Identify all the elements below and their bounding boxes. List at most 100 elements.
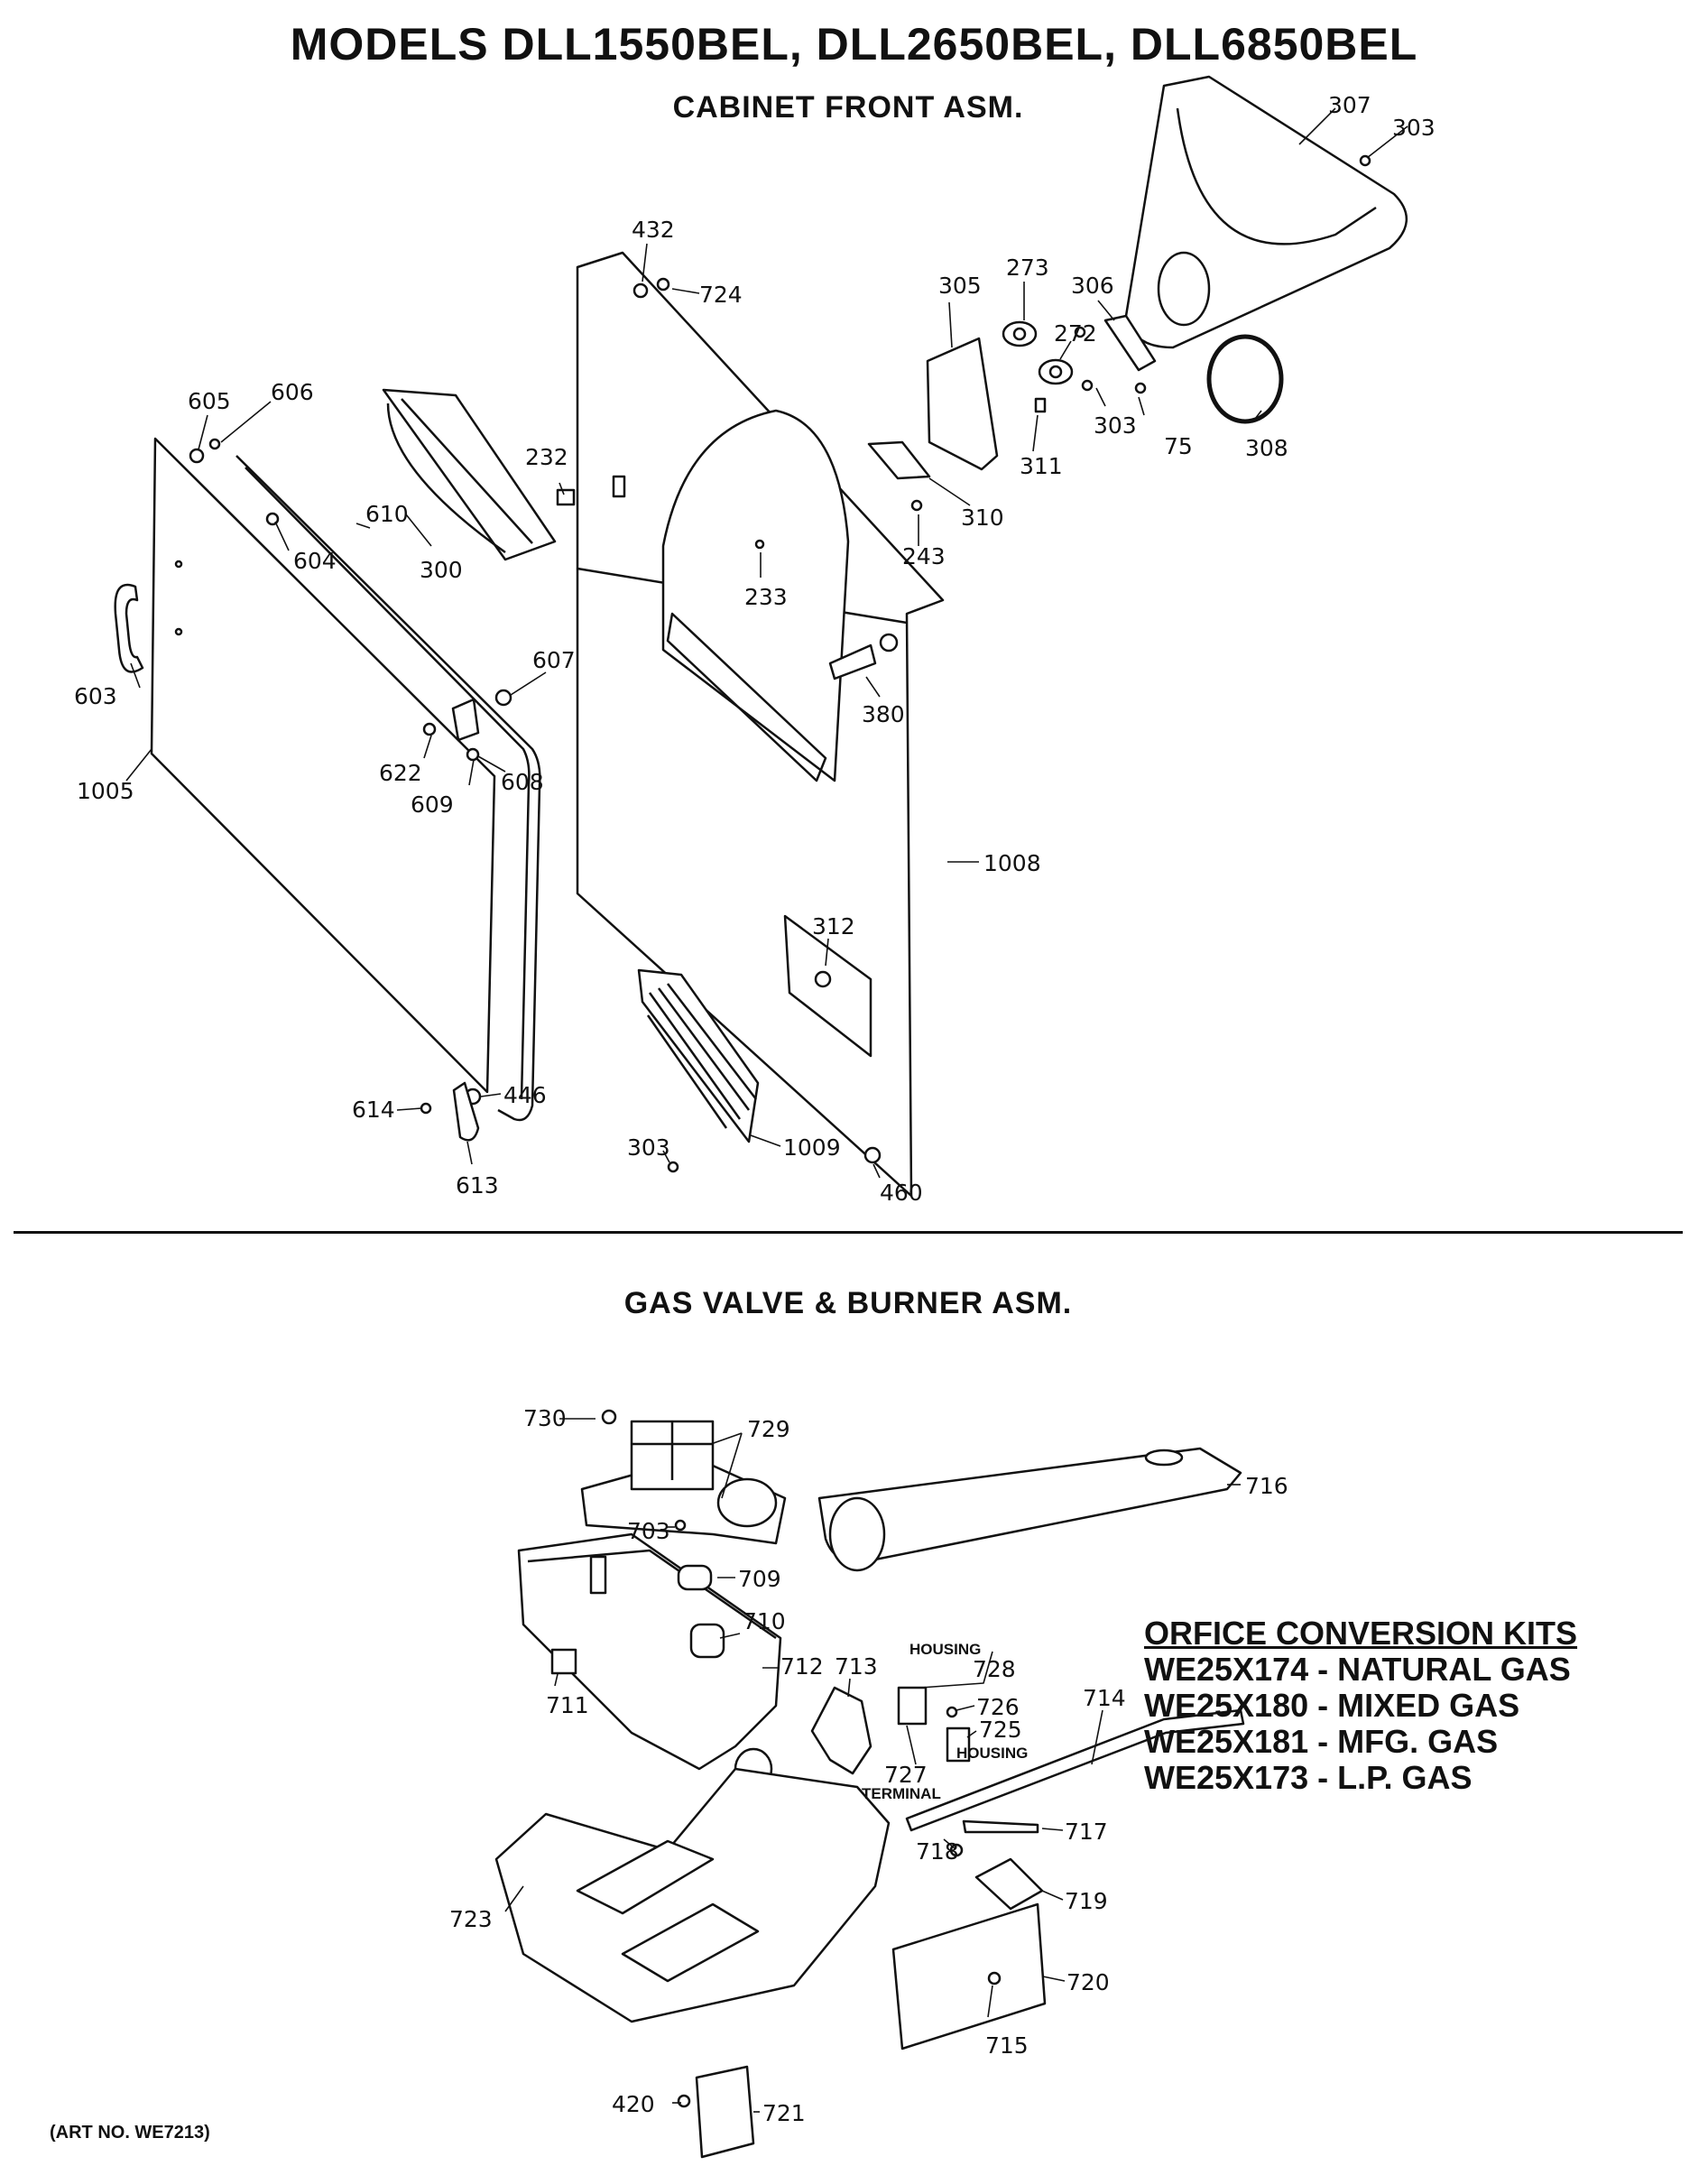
callout-614: 614: [352, 1097, 395, 1123]
callout-303-a: 303: [1392, 115, 1436, 141]
callout-715: 715: [985, 2032, 1029, 2059]
callout-1008: 1008: [983, 850, 1041, 876]
callout-613: 613: [456, 1172, 499, 1199]
toe-kick-1009: [637, 968, 760, 1143]
callout-306: 306: [1071, 273, 1114, 299]
callout-610: 610: [365, 501, 409, 527]
callout-728: 728: [973, 1656, 1016, 1682]
callout-432: 432: [632, 217, 675, 243]
conversion-kit-item: WE25X181 - MFG. GAS: [1144, 1723, 1499, 1760]
seal-ring-308: [1206, 334, 1284, 424]
conversion-kits-heading: ORFICE CONVERSION KITS: [1144, 1615, 1578, 1652]
ignitor-719: [974, 1857, 1044, 1911]
callout-724: 724: [699, 282, 743, 308]
callout-272: 272: [1054, 320, 1097, 347]
callout-305: 305: [938, 273, 982, 299]
callout-603: 603: [74, 683, 117, 709]
fitting-711: [550, 1648, 577, 1675]
conversion-kit-item: WE25X174 - NATURAL GAS: [1144, 1651, 1571, 1688]
burner-tube-716: [817, 1447, 1242, 1572]
callout-1005: 1005: [77, 778, 134, 804]
callout-1009: 1009: [783, 1134, 841, 1161]
diagram-title: MODELS DLL1550BEL, DLL2650BEL, DLL6850BE…: [290, 19, 1418, 69]
callout-729: 729: [747, 1416, 790, 1442]
callout-311: 311: [1020, 453, 1063, 479]
callout-609: 609: [411, 791, 454, 818]
callout-703: 703: [627, 1518, 670, 1544]
conversion-kits-box: ORFICE CONVERSION KITS WE25X174 - NATURA…: [1144, 1615, 1577, 1796]
callout-714: 714: [1083, 1685, 1126, 1711]
gas-pipe-714: [905, 1708, 1245, 1832]
terminal-label-727: TERMINAL: [862, 1785, 941, 1802]
callout-605: 605: [188, 388, 231, 414]
callout-712: 712: [780, 1653, 824, 1680]
callout-717: 717: [1065, 1819, 1108, 1845]
callout-307: 307: [1328, 92, 1371, 118]
housing-label-725: HOUSING: [956, 1745, 1028, 1762]
section-heading-gas-valve: GAS VALVE & BURNER ASM.: [623, 1286, 1073, 1320]
callout-446: 446: [503, 1082, 547, 1108]
callout-713: 713: [835, 1653, 878, 1680]
door-switch-380: [828, 633, 899, 680]
callout-730: 730: [523, 1405, 567, 1431]
pipe-elbow-713: [810, 1686, 872, 1775]
callout-75: 75: [1164, 433, 1193, 459]
thermostat-273: [1002, 320, 1038, 347]
fastener-group: [189, 154, 1371, 1173]
bracket-306: [1103, 314, 1157, 372]
callout-606: 606: [271, 379, 314, 405]
sensor-bar-310: [867, 440, 931, 480]
callout-710: 710: [743, 1608, 786, 1634]
art-number: (ART NO. WE7213): [50, 2123, 210, 2143]
callout-312: 312: [812, 913, 855, 940]
callout-303-b: 303: [1094, 412, 1137, 439]
conversion-kit-item: WE25X173 - L.P. GAS: [1144, 1759, 1473, 1796]
solenoid-710: [689, 1623, 725, 1659]
callout-709: 709: [738, 1566, 781, 1592]
gas-fastener-group: [601, 1409, 1002, 2108]
cabinet-front-1008: [576, 251, 945, 1198]
section-divider: [14, 1231, 1683, 1234]
solenoid-709: [677, 1564, 713, 1591]
thermostat-272: [1038, 358, 1074, 385]
callout-718: 718: [916, 1838, 959, 1865]
callout-721: 721: [762, 2100, 806, 2126]
callout-243: 243: [902, 543, 946, 569]
callout-716: 716: [1245, 1473, 1288, 1499]
callout-723: 723: [449, 1906, 493, 1932]
bracket-305: [926, 337, 999, 471]
section-heading-cabinet-front: CABINET FRONT ASM.: [672, 90, 1024, 125]
callout-380: 380: [862, 701, 905, 727]
callout-420: 420: [612, 2091, 655, 2117]
callout-711: 711: [546, 1692, 589, 1718]
callout-233: 233: [744, 584, 788, 610]
lint-filter-300: [382, 388, 557, 561]
callout-622: 622: [379, 760, 422, 786]
orifice-717: [962, 1819, 1039, 1834]
callout-608: 608: [501, 769, 544, 795]
housing-label-728: HOUSING: [909, 1641, 981, 1658]
callout-273: 273: [1006, 255, 1049, 281]
callout-303-c: 303: [627, 1134, 670, 1161]
coil-bracket-729: [580, 1420, 787, 1545]
door-latch-608: [451, 698, 480, 742]
housing-728: [897, 1686, 928, 1726]
conversion-kit-item: WE25X180 - MIXED GAS: [1144, 1687, 1520, 1724]
callout-308: 308: [1245, 435, 1288, 461]
shield-721: [695, 2065, 755, 2159]
callout-720: 720: [1066, 1969, 1110, 1995]
door-panel-1005: [150, 437, 496, 1094]
callout-604: 604: [293, 548, 337, 574]
callout-300: 300: [420, 557, 463, 583]
callout-727: 727: [884, 1762, 928, 1788]
callout-607: 607: [532, 647, 576, 673]
door-gasket-610: [235, 455, 541, 1122]
burner-bracket-723: [494, 1767, 891, 2023]
callout-719: 719: [1065, 1888, 1108, 1914]
callout-460: 460: [880, 1180, 923, 1206]
hinge-613: [452, 1081, 480, 1142]
callout-726: 726: [976, 1694, 1020, 1720]
housing-725: [946, 1726, 971, 1763]
plate-720: [891, 1902, 1047, 2050]
